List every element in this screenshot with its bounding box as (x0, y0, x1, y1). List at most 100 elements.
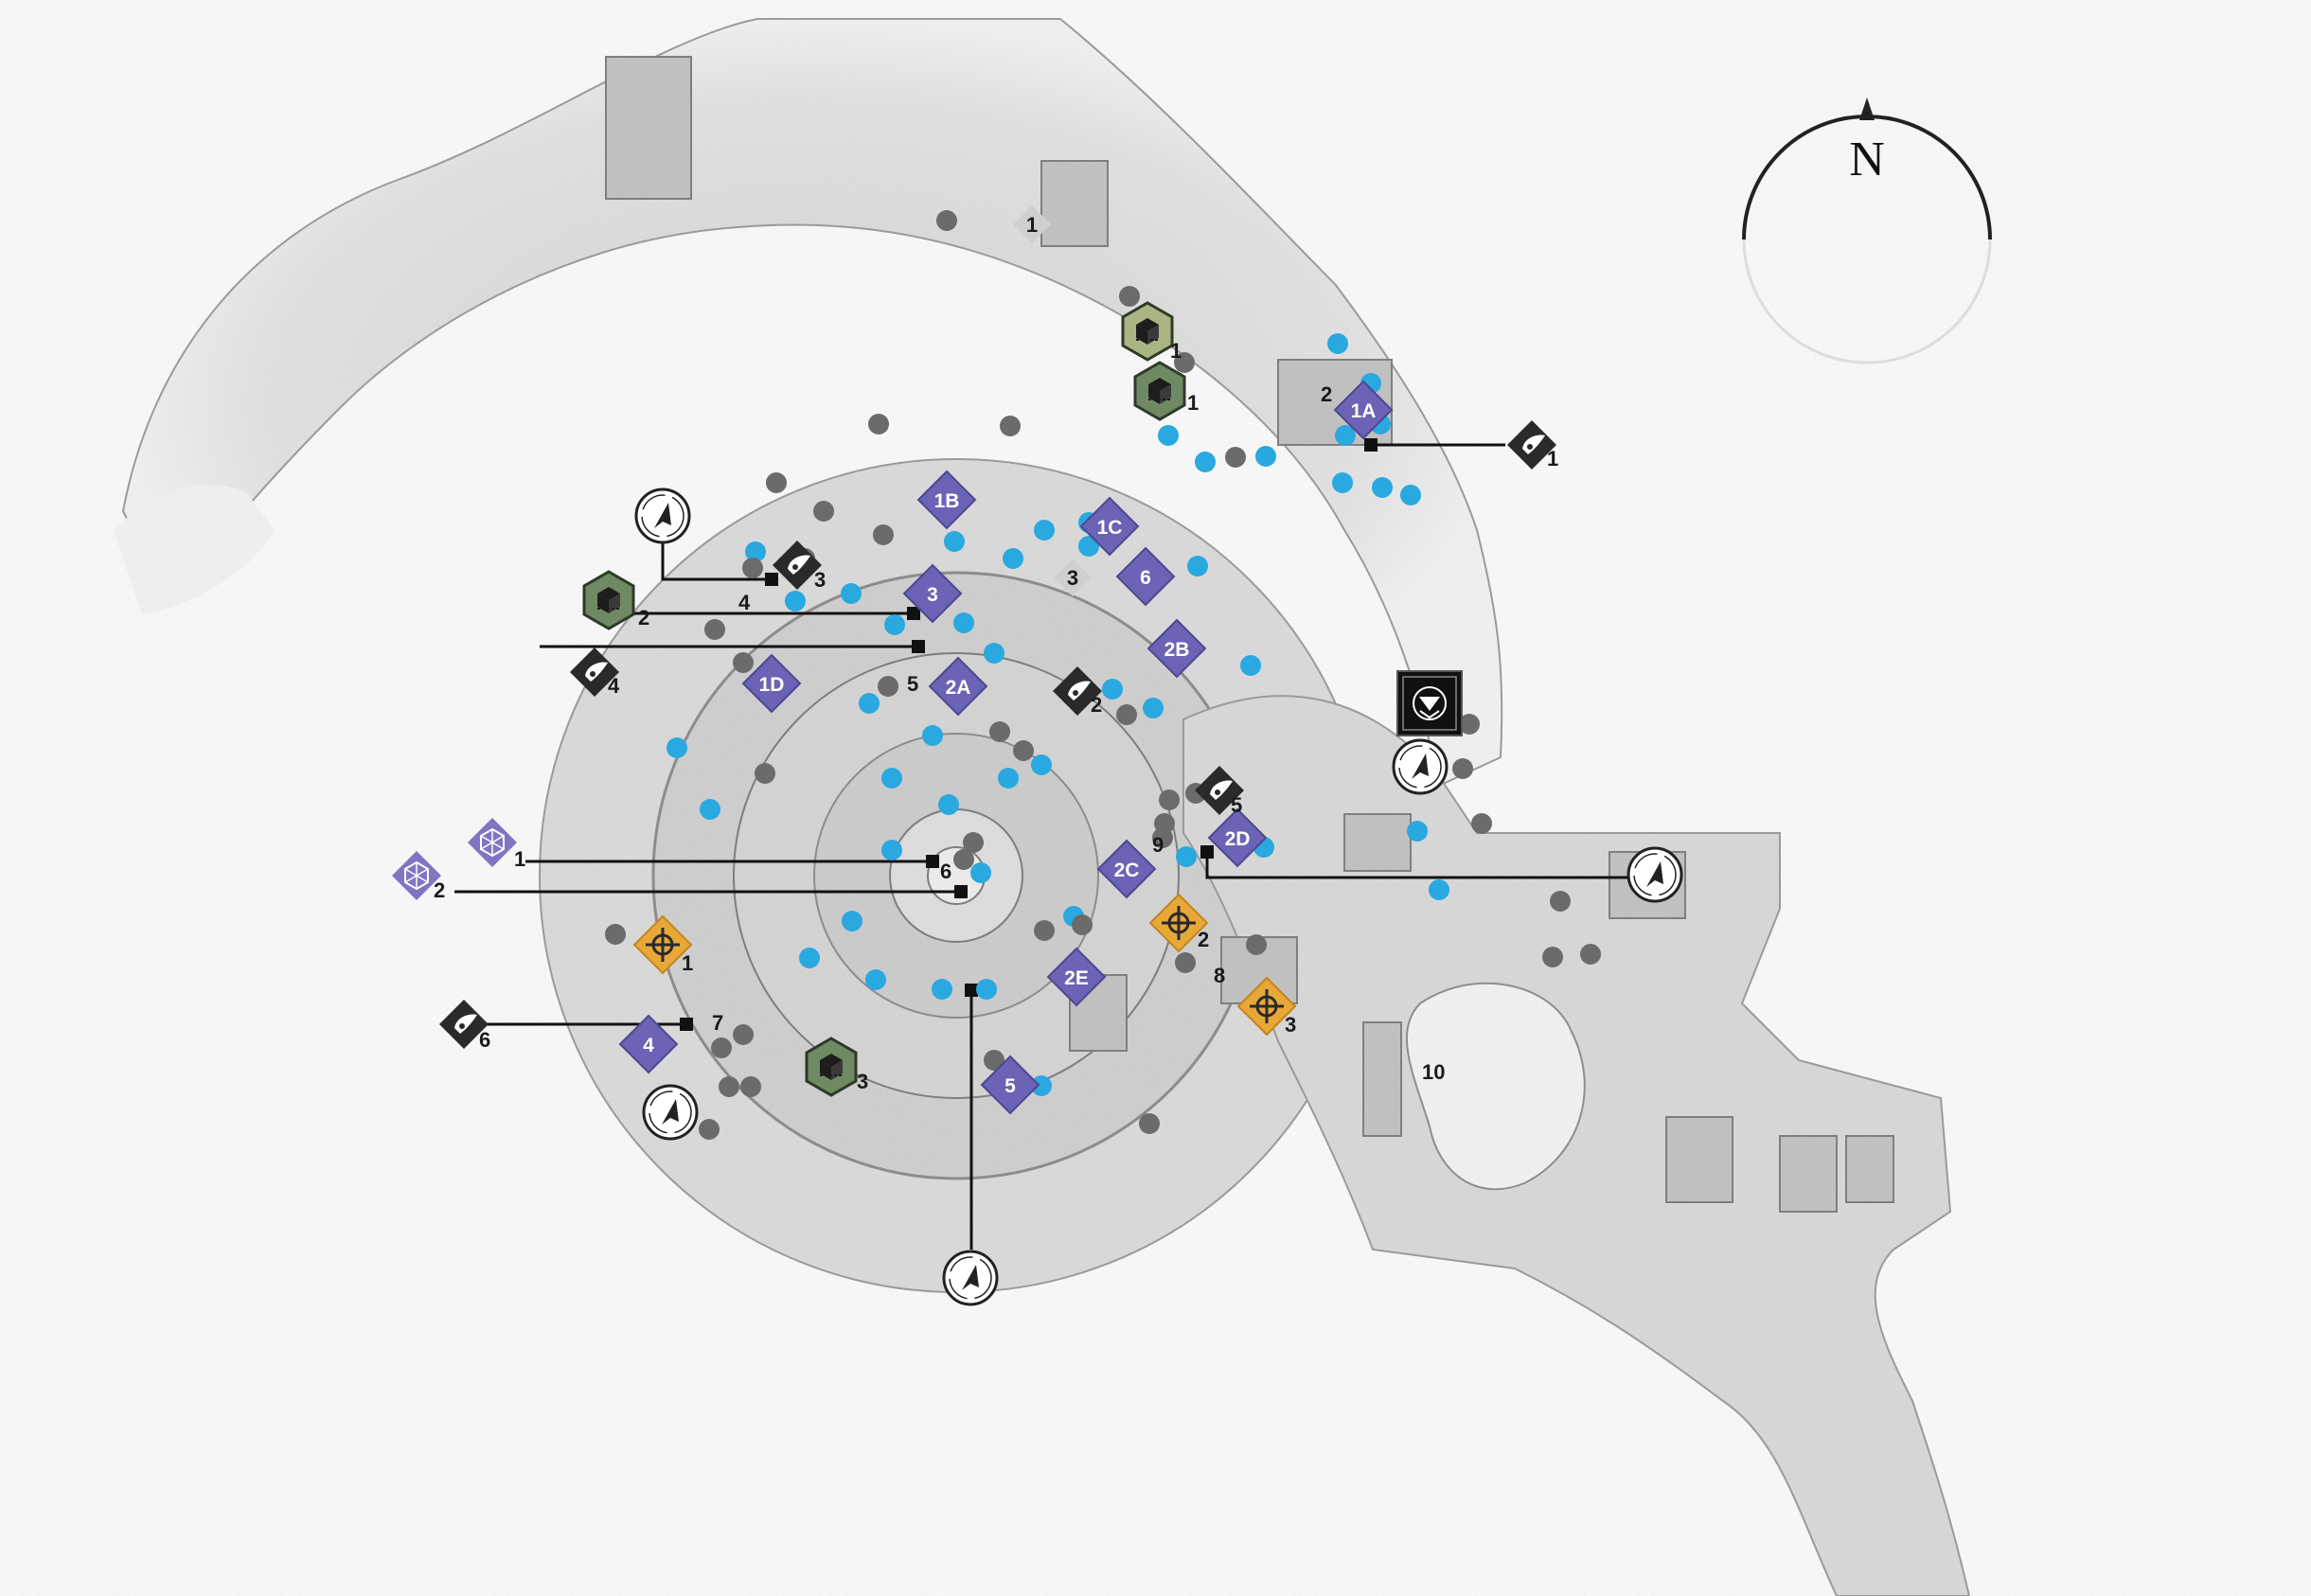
enemy-dot[interactable] (699, 1119, 720, 1140)
collectible-dot[interactable] (1335, 425, 1356, 446)
collectible-dot[interactable] (1407, 821, 1428, 842)
collectible-dot[interactable] (842, 911, 862, 931)
collectible-dot[interactable] (881, 768, 902, 789)
enemy-dot[interactable] (733, 1024, 754, 1045)
region-chest-5[interactable]: 5 (980, 1055, 1040, 1115)
enemy-dot[interactable] (813, 501, 834, 522)
enemy-dot[interactable] (984, 1050, 1004, 1071)
enemy-dot[interactable] (936, 210, 957, 231)
enemy-dot[interactable] (868, 414, 889, 434)
collectible-dot[interactable] (1332, 472, 1353, 493)
collectible-dot[interactable] (1034, 520, 1055, 541)
region-chest-1b[interactable]: 1B (916, 470, 977, 530)
collectible-dot[interactable] (1372, 477, 1393, 498)
collectible-dot[interactable] (1078, 536, 1099, 557)
enemy-dot[interactable] (719, 1076, 739, 1097)
collectible-dot[interactable] (1429, 879, 1449, 900)
enemy-dot[interactable] (1175, 952, 1196, 973)
collectible-dot[interactable] (859, 693, 880, 714)
collectible-dot[interactable] (932, 979, 952, 1000)
enemy-dot[interactable] (989, 721, 1010, 742)
enemy-dot[interactable] (733, 652, 754, 673)
enemy-dot[interactable] (711, 1037, 732, 1058)
collectible-dot[interactable] (1003, 548, 1023, 569)
collectible-dot[interactable] (881, 840, 902, 860)
collectible-dot[interactable] (1158, 425, 1179, 446)
collectible-dot[interactable] (1400, 485, 1421, 505)
ghost-scan-marker-3[interactable] (805, 1037, 858, 1097)
region-chest-1d[interactable]: 1D (741, 653, 802, 714)
ghost-scan-marker-2[interactable] (582, 570, 635, 630)
enemy-dot[interactable] (1072, 914, 1093, 935)
collectible-dot[interactable] (938, 794, 959, 815)
transit-arrow-east-portal[interactable] (1392, 738, 1449, 795)
enemy-dot[interactable] (1139, 1113, 1160, 1134)
enemy-dot[interactable] (953, 849, 974, 870)
collectible-dot[interactable] (1031, 1075, 1052, 1096)
collectible-dot[interactable] (884, 614, 905, 635)
transit-arrow-sw[interactable] (642, 1084, 699, 1141)
collectible-dot[interactable] (1255, 446, 1276, 467)
enemy-dot[interactable] (704, 619, 725, 640)
enemy-dot[interactable] (1013, 740, 1034, 761)
enemy-dot[interactable] (1550, 891, 1571, 912)
enemy-dot[interactable] (1119, 286, 1140, 307)
enemy-dot[interactable] (1225, 447, 1246, 468)
ghost-scan-marker-1[interactable] (1133, 361, 1186, 421)
region-chest-4[interactable]: 4 (618, 1014, 679, 1074)
region-chest-2a[interactable]: 2A (928, 656, 988, 717)
collectible-dot[interactable] (1143, 698, 1164, 718)
boss-portal-marker[interactable] (1396, 670, 1463, 736)
enemy-dot[interactable] (742, 558, 763, 578)
enemy-dot[interactable] (1452, 758, 1473, 779)
collectible-dot[interactable] (984, 643, 1004, 664)
region-chest-2e[interactable]: 2E (1046, 947, 1107, 1007)
enemy-dot[interactable] (873, 524, 894, 545)
region-chest-2d[interactable]: 2D (1207, 807, 1268, 868)
collectible-dot[interactable] (998, 768, 1019, 789)
collectible-dot[interactable] (745, 541, 766, 562)
dead-ghost-cube-marker[interactable] (1121, 301, 1174, 362)
enemy-dot[interactable] (1159, 789, 1180, 810)
collectible-dot[interactable] (922, 725, 943, 746)
collectible-dot[interactable] (1327, 333, 1348, 354)
enemy-dot[interactable] (1471, 813, 1492, 834)
collectible-dot[interactable] (700, 799, 720, 820)
region-chest-2b[interactable]: 2B (1147, 618, 1207, 679)
enemy-dot[interactable] (1034, 920, 1055, 941)
collectible-dot[interactable] (1176, 846, 1197, 867)
enemy-dot[interactable] (1000, 416, 1021, 436)
collectible-dot[interactable] (1102, 679, 1123, 700)
enemy-dot[interactable] (1246, 934, 1267, 955)
collectible-dot[interactable] (1187, 556, 1208, 576)
enemy-dot[interactable] (1174, 352, 1195, 373)
collectible-dot[interactable] (1195, 452, 1216, 472)
collectible-dot[interactable] (944, 531, 965, 552)
region-chest-6[interactable]: 6 (1115, 546, 1176, 607)
enemy-dot[interactable] (1542, 947, 1563, 967)
collectible-dot[interactable] (1240, 655, 1261, 676)
collectible-dot[interactable] (799, 948, 820, 968)
collectible-dot[interactable] (785, 591, 806, 612)
collectible-dot[interactable] (953, 612, 974, 633)
enemy-dot[interactable] (1580, 944, 1601, 965)
enemy-dot[interactable] (1154, 813, 1175, 834)
region-chest-2c[interactable]: 2C (1096, 839, 1157, 899)
transit-arrow-nw[interactable] (634, 488, 691, 544)
enemy-dot[interactable] (755, 763, 775, 784)
transit-arrow-east[interactable] (1627, 846, 1683, 903)
enemy-dot[interactable] (963, 832, 984, 853)
transit-arrow-south[interactable] (942, 1250, 999, 1306)
enemy-dot[interactable] (1116, 704, 1137, 725)
collectible-dot[interactable] (970, 862, 991, 883)
collectible-dot[interactable] (667, 737, 687, 758)
region-chest-1c[interactable]: 1C (1079, 496, 1140, 557)
region-chest-3[interactable]: 3 (902, 563, 963, 624)
collectible-dot[interactable] (865, 969, 886, 990)
enemy-dot[interactable] (878, 676, 898, 697)
enemy-dot[interactable] (605, 924, 626, 945)
enemy-dot[interactable] (740, 1076, 761, 1097)
collectible-dot[interactable] (1031, 754, 1052, 775)
region-chest-1a[interactable]: 1A (1333, 380, 1394, 440)
enemy-dot[interactable] (1459, 714, 1480, 735)
